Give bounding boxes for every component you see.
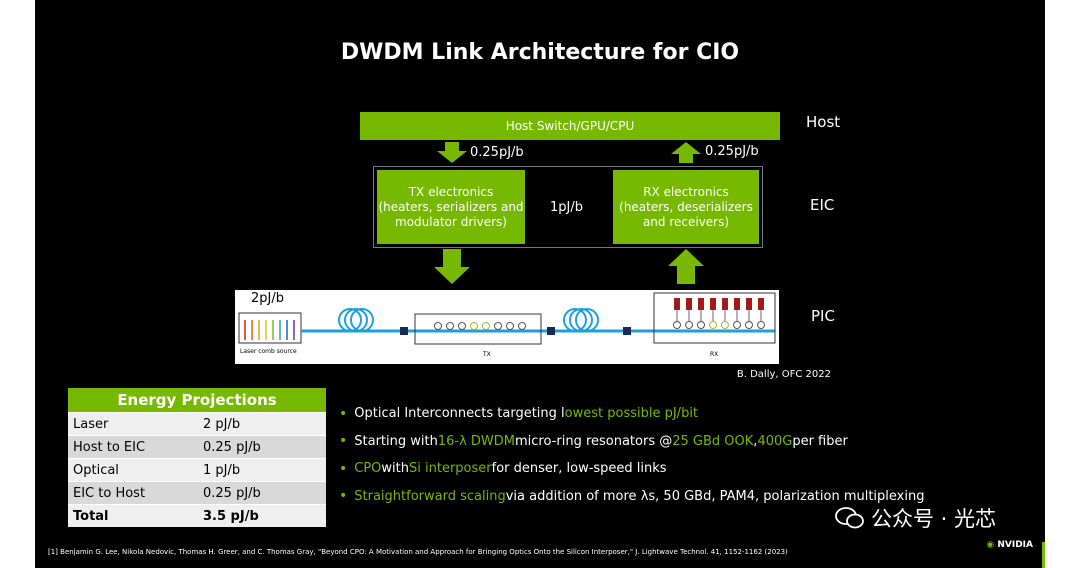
- laser-comb-label: Laser comb source: [240, 348, 297, 355]
- bullet-highlight: Si interposer: [409, 461, 492, 477]
- bullet-dot-icon: •: [339, 488, 348, 505]
- bullet-text: with: [381, 461, 410, 477]
- table-header: Energy Projections: [68, 388, 326, 412]
- pic-schematic: [238, 292, 776, 345]
- bullet-text: Starting with: [354, 433, 438, 449]
- bullet-text: via addition of more λs, 50 GBd, PAM4, p…: [505, 488, 925, 504]
- bullet-highlight: 25 GBd OOK: [672, 433, 754, 449]
- table-row: Optical 1 pJ/b: [68, 458, 326, 481]
- row-label: Host to EIC: [73, 439, 146, 455]
- slide: DWDM Link Architecture for CIO Host Swit…: [35, 0, 1045, 568]
- bullet-text: Optical Interconnects targeting l: [354, 406, 565, 422]
- tx-pic-label: TX: [483, 351, 491, 358]
- bullet-highlight: 400G: [757, 433, 793, 449]
- tx-line-2: (heaters, serializers and: [378, 199, 524, 214]
- rx-pic-label: RX: [710, 351, 719, 358]
- bullet-item: • Straightforward scaling via addition of…: [339, 483, 959, 511]
- arrow-down-eic-to-pic: [434, 249, 470, 284]
- row-value: 0.25 pJ/b: [203, 485, 261, 501]
- row-value: 3.5 pJ/b: [203, 508, 259, 524]
- row-value: 0.25 pJ/b: [203, 439, 261, 455]
- row-label: EIC to Host: [73, 485, 146, 501]
- table-row: Host to EIC 0.25 pJ/b: [68, 435, 326, 458]
- citation: B. Dally, OFC 2022: [736, 369, 831, 380]
- wechat-icon: [835, 507, 864, 529]
- tx-electronics-box: TX electronics (heaters, serializers and…: [377, 170, 525, 244]
- energy-projections-table: Energy Projections Laser 2 pJ/b Host to …: [68, 388, 326, 527]
- connector-icon: [400, 327, 408, 335]
- rx-line-3: and receivers): [642, 214, 730, 229]
- tx-line-1: TX electronics: [408, 184, 494, 199]
- watermark: 公众号 · 光芯: [835, 503, 996, 533]
- nvidia-logo-text: NVIDIA: [997, 540, 1033, 550]
- bullet-text: per fiber: [792, 433, 848, 449]
- rx-ring-icons: [673, 321, 765, 329]
- bullet-dot-icon: •: [339, 405, 348, 422]
- rx-electronics-box: RX electronics (heaters, deserializers a…: [613, 170, 759, 244]
- tx-ring-icons: [434, 322, 526, 330]
- tx-line-3: modulator drivers): [395, 214, 507, 229]
- row-label: Laser: [73, 416, 109, 432]
- rx-line-1: RX electronics: [643, 184, 729, 199]
- table-row-total: Total 3.5 pJ/b: [68, 504, 326, 527]
- table-row: Laser 2 pJ/b: [68, 412, 326, 435]
- bullet-dot-icon: •: [339, 460, 348, 477]
- photodetector-icons: [674, 298, 764, 310]
- footnote: [1] Benjamin G. Lee, Nikola Nedovic, Tho…: [48, 548, 788, 556]
- connector-icon: [623, 327, 631, 335]
- rx-pic-box: [653, 292, 776, 344]
- energy-label-pic: 2pJ/b: [251, 291, 284, 306]
- bullet-highlight: owest possible pJ/bit: [564, 406, 699, 422]
- nvidia-logo: ◉ NVIDIA: [986, 540, 1033, 550]
- arrow-up-pic-to-eic: [668, 249, 704, 284]
- bullet-item: • Starting with 16-λ DWDM micro-ring reso…: [339, 428, 959, 456]
- table-row: EIC to Host 0.25 pJ/b: [68, 481, 326, 504]
- arrow-up-eic-to-host: [671, 142, 701, 163]
- watermark-text: 公众号 · 光芯: [871, 507, 997, 531]
- level-label-host: Host: [806, 113, 841, 131]
- pic-panel: 2pJ/b: [235, 290, 779, 364]
- bullet-text: micro-ring resonators @: [515, 433, 673, 449]
- tx-pic-box: [414, 313, 542, 345]
- bullet-item: • CPO with Si interposer for denser, low-…: [339, 455, 959, 483]
- bullet-text: ,: [753, 433, 758, 449]
- fiber-coil-icon: [338, 308, 374, 332]
- arrow-down-host-to-eic: [437, 142, 467, 163]
- row-value: 1 pJ/b: [203, 462, 241, 478]
- bullet-highlight: 16-λ DWDM: [437, 433, 515, 449]
- bullet-dot-icon: •: [339, 433, 348, 450]
- level-label-eic: EIC: [810, 196, 835, 214]
- eic-frame: [373, 166, 763, 248]
- row-value: 2 pJ/b: [203, 416, 241, 432]
- accent-bar: [1042, 542, 1045, 568]
- bullet-highlight: CPO: [354, 461, 382, 477]
- nvidia-eye-icon: ◉: [986, 540, 995, 550]
- row-label: Total: [73, 508, 109, 524]
- bullet-highlight: Straightforward scaling: [354, 488, 506, 504]
- laser-lines-icon: [244, 320, 295, 340]
- bullet-text: for denser, low-speed links: [491, 461, 667, 477]
- laser-comb-box: [238, 312, 302, 344]
- level-label-pic: PIC: [811, 307, 835, 325]
- energy-label-down: 0.25pJ/b: [470, 145, 524, 160]
- rx-line-2: (heaters, deserializers: [619, 199, 753, 214]
- connector-icon: [547, 327, 555, 335]
- host-switch-box: Host Switch/GPU/CPU: [360, 112, 780, 140]
- row-label: Optical: [73, 462, 119, 478]
- slide-title: DWDM Link Architecture for CIO: [340, 40, 740, 65]
- rx-drop-lines: [676, 310, 762, 321]
- fiber-coil-icon-2: [563, 308, 599, 332]
- energy-label-link: 1pJ/b: [550, 200, 583, 215]
- energy-label-up: 0.25pJ/b: [705, 144, 759, 159]
